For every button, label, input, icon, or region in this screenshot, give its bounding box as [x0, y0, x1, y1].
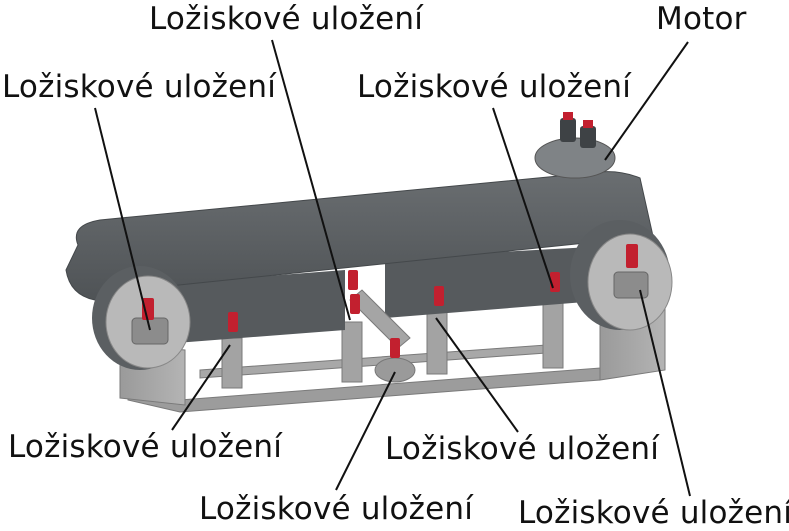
motor-unit-1 — [560, 118, 576, 142]
right-drum — [570, 220, 672, 330]
label-bearing-top: Ložiskové uložení — [149, 4, 423, 35]
middle-roller-end — [375, 358, 415, 382]
frame-post-2 — [342, 322, 362, 382]
frame-post-4 — [543, 298, 563, 368]
frame-post-1 — [222, 338, 242, 388]
label-bearing-middle: Ložiskové uložení — [357, 72, 631, 103]
label-bearing-bottom-left: Ložiskové uložení — [8, 432, 282, 463]
idler-lubricator-2 — [348, 270, 358, 290]
idler-lubricator-4 — [434, 286, 444, 306]
motor — [535, 112, 615, 178]
motor-red-1 — [563, 112, 573, 120]
motor-housing — [535, 138, 615, 178]
motor-red-2 — [583, 120, 593, 128]
motor-unit-2 — [580, 126, 596, 148]
right-lubricator — [626, 244, 638, 268]
right-bearing-block — [614, 272, 648, 298]
idler-lubricator-1 — [228, 312, 238, 332]
label-bearing-bottom-center: Ložiskové uložení — [385, 434, 659, 465]
left-bearing-block — [132, 318, 168, 344]
label-bearing-bottom-right: Ložiskové uložení — [518, 498, 789, 529]
middle-lubricator — [390, 338, 400, 358]
label-bearing-left: Ložiskové uložení — [2, 72, 276, 103]
idler-lubricator-3 — [350, 294, 360, 314]
label-motor: Motor — [656, 4, 747, 35]
label-bearing-bottom: Ložiskové uložení — [199, 494, 473, 525]
frame-post-3 — [427, 312, 447, 374]
